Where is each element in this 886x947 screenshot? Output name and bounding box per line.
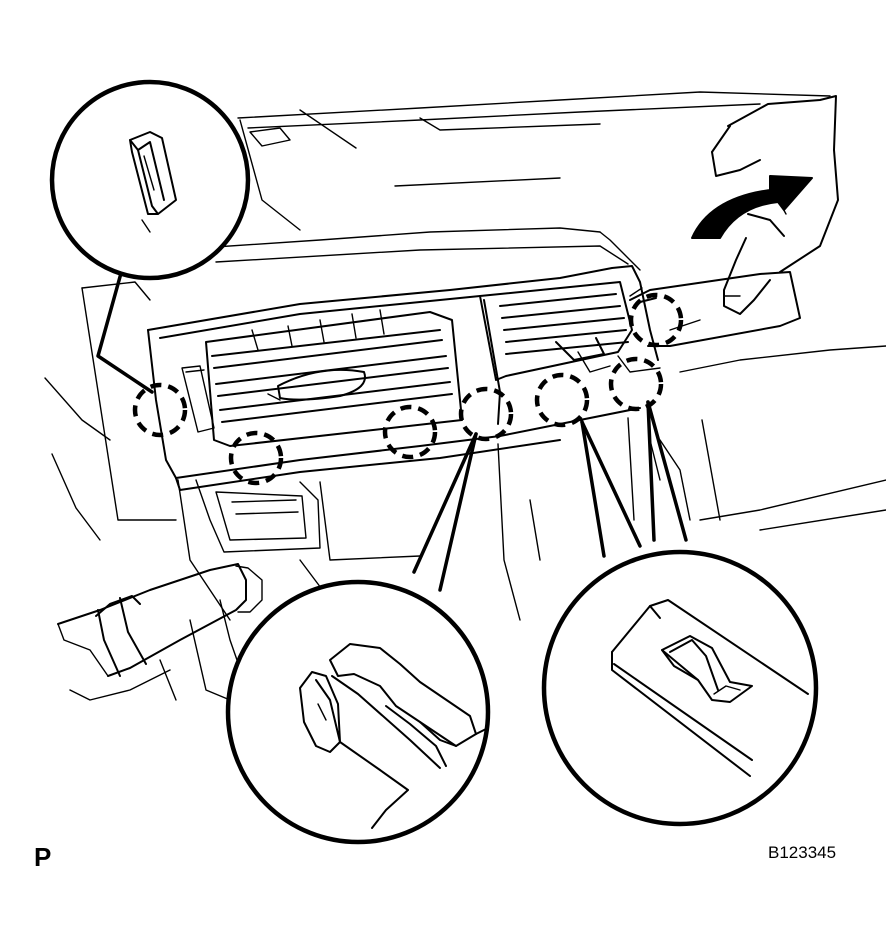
pull-direction-arrow bbox=[691, 175, 813, 239]
clip-marker bbox=[228, 430, 284, 486]
figure-code: B123345 bbox=[768, 843, 837, 862]
clip-marker bbox=[608, 356, 664, 412]
pry-tool-and-hand bbox=[629, 95, 839, 347]
dashboard-outline bbox=[44, 91, 886, 541]
clip-locations bbox=[132, 292, 684, 486]
clip-marker bbox=[458, 386, 514, 442]
vent-panel bbox=[147, 265, 661, 491]
clip-detail-top-left bbox=[49, 79, 251, 281]
clip-marker bbox=[382, 404, 438, 460]
clip-marker bbox=[534, 372, 590, 428]
view-label: P bbox=[34, 842, 52, 872]
callout-leaders bbox=[96, 246, 688, 592]
clip-detail-bottom-middle bbox=[225, 579, 491, 845]
clip-marker bbox=[132, 382, 188, 438]
clip-detail-bottom-right bbox=[541, 549, 819, 827]
clip-marker bbox=[628, 292, 684, 348]
steering-column bbox=[57, 563, 263, 701]
